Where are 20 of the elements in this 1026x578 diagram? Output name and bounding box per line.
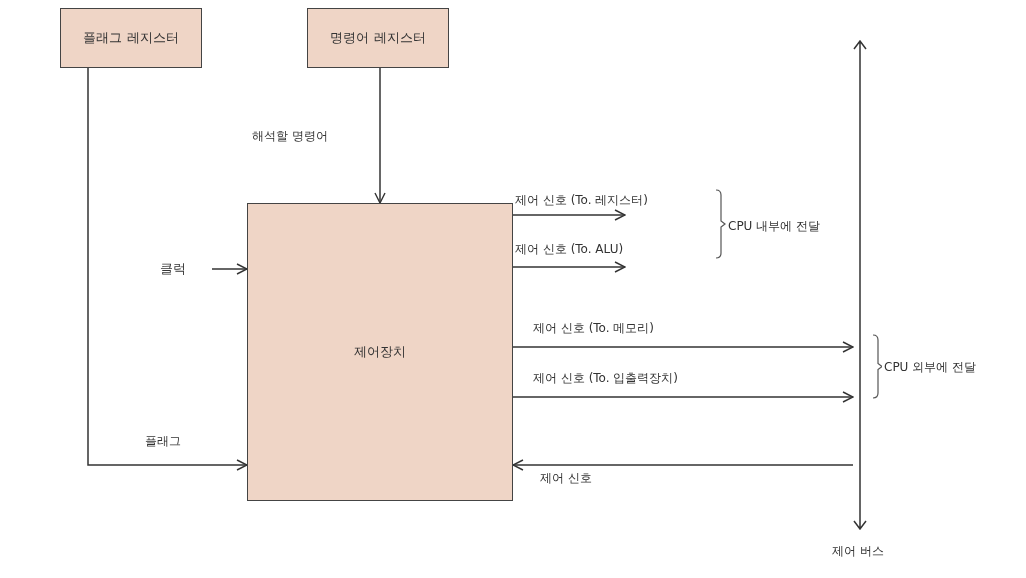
arrow <box>512 209 626 221</box>
note-label: CPU 내부에 전달 <box>726 218 823 235</box>
register-box: 명령어 레지스터 <box>307 8 449 68</box>
arrow <box>512 261 626 273</box>
control-unit-box: 제어장치 <box>247 203 513 501</box>
arrow <box>87 67 248 471</box>
edge-label: 제어 신호 <box>538 470 594 487</box>
arrow <box>374 67 386 204</box>
edge-label: 제어 신호 (To. ALU) <box>513 241 626 258</box>
edge-label: 해석할 명령어 <box>250 128 330 145</box>
arrow <box>211 263 248 275</box>
signal-label: 클럭 <box>160 259 192 279</box>
bus-label: 제어 버스 <box>830 543 886 560</box>
arrow <box>512 341 854 353</box>
arrow <box>512 459 854 471</box>
register-box: 플래그 레지스터 <box>60 8 202 68</box>
note-label: CPU 외부에 전달 <box>882 359 979 376</box>
arrow <box>512 391 854 403</box>
bus-line <box>853 40 867 530</box>
edge-label: 플래그 <box>143 433 183 450</box>
